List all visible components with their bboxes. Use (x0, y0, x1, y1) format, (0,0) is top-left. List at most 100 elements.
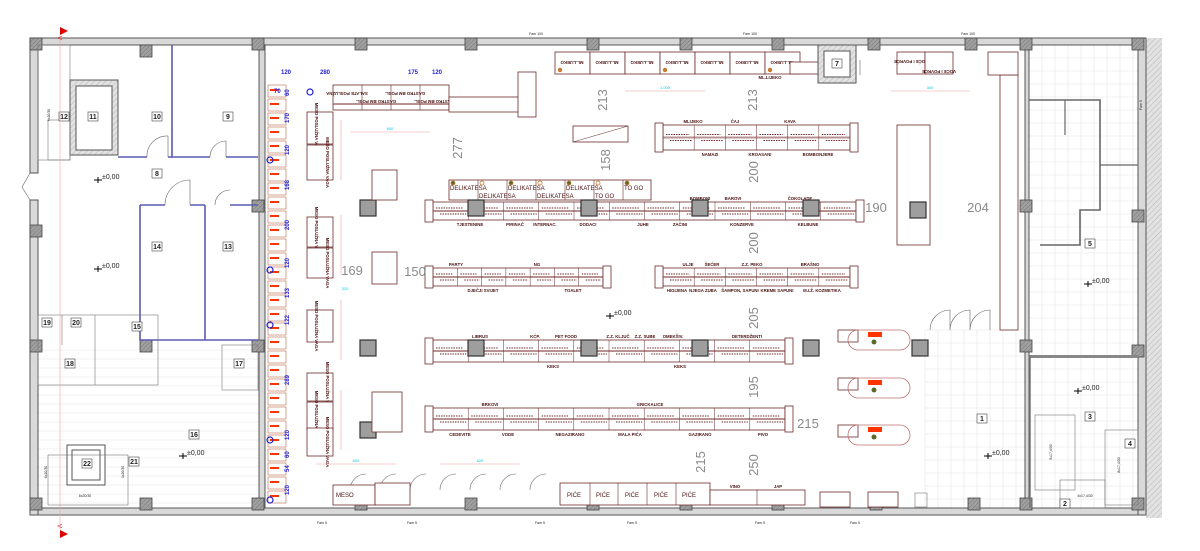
blue-dimension: 70 (274, 89, 281, 95)
fridge-label: ML.LIJEKO (735, 60, 759, 65)
equipment-tag (270, 159, 279, 161)
facade-label: Fam 5 (407, 521, 417, 525)
blue-dimension: 120 (285, 484, 291, 495)
level-value: ±0,00 (1092, 278, 1110, 285)
equipment-tag (868, 427, 882, 432)
column (580, 339, 598, 357)
pillar (586, 37, 600, 51)
aisle-dimension: 195 (746, 376, 761, 398)
blue-dimension: 120 (285, 257, 291, 268)
stair-labels: 5x17,4/308x17,4/304x17,4/309x20/306x20/3… (44, 109, 1121, 498)
column (691, 339, 709, 357)
pillar (29, 497, 43, 511)
column (802, 339, 820, 357)
column (911, 339, 929, 357)
wall-fixtures (266, 84, 382, 504)
fridge-label: ML.LIJEKO (665, 60, 689, 65)
gondola-endcap (654, 265, 664, 289)
gondola-top-label: LIBRUS (472, 334, 488, 339)
deli-counter: DELIKATESADELIKATESADELIKATESADELIKATESA… (448, 179, 652, 201)
aisle-dimension: 215 (797, 416, 819, 431)
room-number-box (151, 111, 163, 122)
service-counter: SALATE POSLUŽNA GASTRO BM POSL. GASTRO B… (326, 71, 537, 118)
doors (21, 60, 991, 491)
misc-fixtures (371, 44, 1019, 433)
checkout-lane (837, 329, 911, 351)
room-number-box (1124, 438, 1136, 449)
checkout-desk (847, 424, 911, 446)
stair-label: 5x17,4/30 (1049, 444, 1053, 459)
facade-label: Fam 100 (961, 32, 975, 36)
drain-icon (266, 436, 274, 444)
meat-counter-label: MESO POSLUŽNA VAGA (325, 417, 330, 468)
deli-label: TO GO (624, 186, 644, 192)
equipment-tag (270, 89, 279, 91)
socket-icon (871, 434, 877, 440)
gondola-bottom-label: TOALET (564, 288, 581, 293)
room-17: 17 (233, 358, 245, 369)
level-cross-icon (606, 313, 614, 319)
equipment-tag (270, 467, 279, 469)
facade-label: Fam 5 (1139, 100, 1143, 110)
room-number-box (151, 168, 163, 179)
level-value: ±0,00 (187, 450, 205, 457)
equipment-tag (270, 481, 279, 483)
room-number-box (64, 358, 76, 369)
equipment-tag (270, 439, 279, 441)
socket-icon (871, 339, 877, 345)
gondola-top-label: ŠEĆER (705, 262, 721, 267)
gondola-bottom-label: HIGIJENA (667, 288, 687, 293)
equipment-tag (270, 313, 279, 315)
room-number-box (1084, 238, 1096, 249)
blue-dimension: 175 (408, 70, 419, 76)
bottom-fixtures: MESO PIĆE PIĆE PIĆE PIĆE PIĆE VINO JAP (332, 482, 928, 508)
room-13: 13 (222, 241, 234, 252)
cyan-dimension: 300 (927, 85, 934, 90)
wine-label: VINO (730, 484, 741, 489)
stair-label: 4x17,4/30 (1077, 494, 1092, 498)
counter-label: GASTRO BM POSL. (385, 91, 425, 96)
pillar (464, 37, 478, 51)
aisle-dimension: 158 (598, 149, 613, 171)
meat-counter-label: MESO POSLUŽNA VAGA (325, 137, 330, 188)
room-number: 7 (835, 61, 839, 68)
equipment-tag (270, 117, 279, 119)
aisle-dimension: 277 (450, 137, 465, 159)
gondola-endcap (654, 122, 664, 153)
socket-icon (767, 67, 773, 73)
room-number-box (131, 321, 143, 332)
deli-label: DELIKATESA (566, 186, 603, 192)
room-14: 14 (151, 241, 163, 252)
level-cross-icon (94, 177, 102, 183)
room-number: 22 (83, 461, 91, 468)
gondola-endcap (602, 265, 612, 289)
meat-counter-label: MESO POSLUŽNA VAGA (314, 207, 319, 258)
stair-label: 8x17,4/30 (1117, 457, 1121, 472)
meat-counter-label: MESO POSLUŽNA VAGA (314, 391, 319, 442)
aisle-dimension: 213 (595, 89, 610, 111)
gondola-top-label: BRAŠNO (801, 262, 820, 267)
blue-dimension: 280 (320, 70, 331, 76)
level-value: ±0,00 (102, 174, 120, 181)
section-marker-label: A (58, 524, 64, 528)
equipment-tag (270, 341, 279, 343)
meat-counter-label: MESO POSLUŽNA VAGA (314, 103, 319, 154)
facade-label: Fam 5 (755, 521, 765, 525)
room-number-box (70, 317, 82, 328)
gondola-top-label: ULJE (683, 262, 694, 267)
room-number: 4 (1128, 441, 1132, 448)
gondola-bottom-label: PIRINAČ (506, 222, 524, 227)
room-22: 22 (81, 458, 93, 469)
room-number-box (151, 241, 163, 252)
room-10: 10 (151, 111, 163, 122)
level-cross-icon (984, 453, 992, 459)
drain-icon (266, 496, 274, 504)
aisle-dimension: 215 (693, 451, 708, 473)
socket-icon (566, 180, 572, 186)
level-value: ±0,00 (102, 263, 120, 270)
pillar (1131, 37, 1145, 51)
